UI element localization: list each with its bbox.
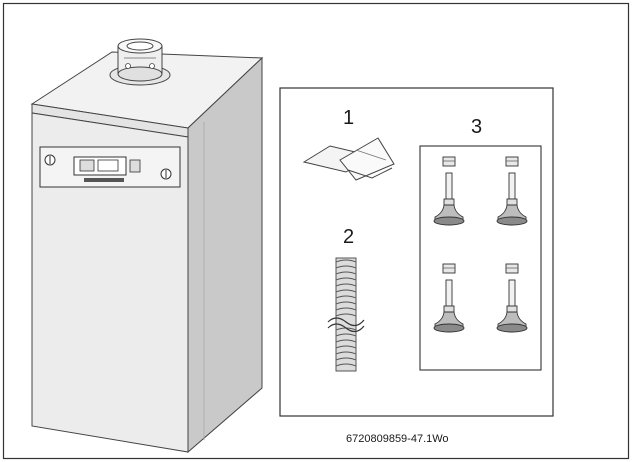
item-2-number: 2	[343, 226, 354, 248]
item-3-number: 3	[471, 116, 482, 138]
item-1-number: 1	[343, 107, 354, 129]
image-code: 6720809859-47.1Wo	[346, 433, 449, 445]
feet-box	[419, 145, 542, 371]
boiler-unit-icon	[30, 38, 264, 454]
documents-icon	[302, 137, 395, 181]
flexible-hose-icon	[335, 257, 357, 372]
hose-break-mark	[327, 317, 365, 333]
